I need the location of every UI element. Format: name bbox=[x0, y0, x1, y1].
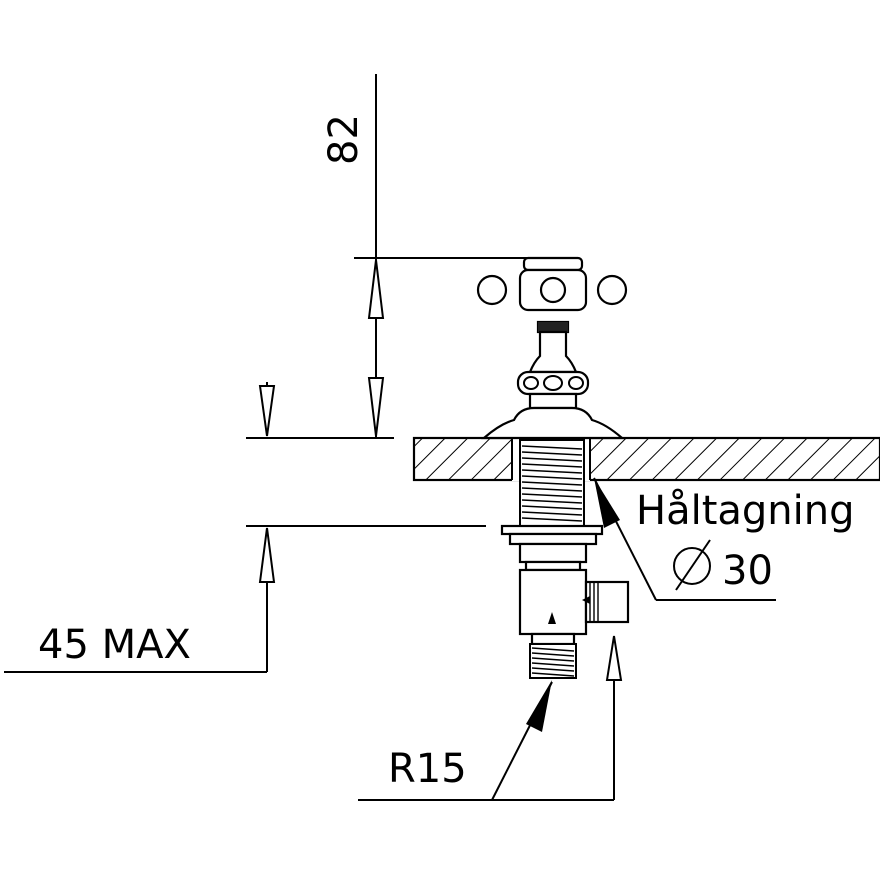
valve-assembly bbox=[476, 256, 630, 679]
countertop-section bbox=[412, 436, 880, 482]
thread-label: R15 bbox=[388, 746, 467, 792]
hole-callout: Håltagning 30 bbox=[593, 477, 855, 601]
dim-below-deck-label: 45 MAX bbox=[38, 622, 191, 668]
dimension-below-deck: 45 MAX bbox=[4, 382, 486, 673]
hole-diameter-label: 30 bbox=[722, 548, 773, 594]
dim-height-label: 82 bbox=[321, 114, 367, 165]
diameter-icon bbox=[673, 539, 711, 591]
thread-callout: R15 bbox=[358, 635, 623, 801]
cross-handle bbox=[476, 256, 628, 334]
hole-label: Håltagning bbox=[636, 488, 855, 534]
threaded-shank bbox=[519, 439, 585, 527]
dimension-height: 82 bbox=[321, 74, 530, 438]
